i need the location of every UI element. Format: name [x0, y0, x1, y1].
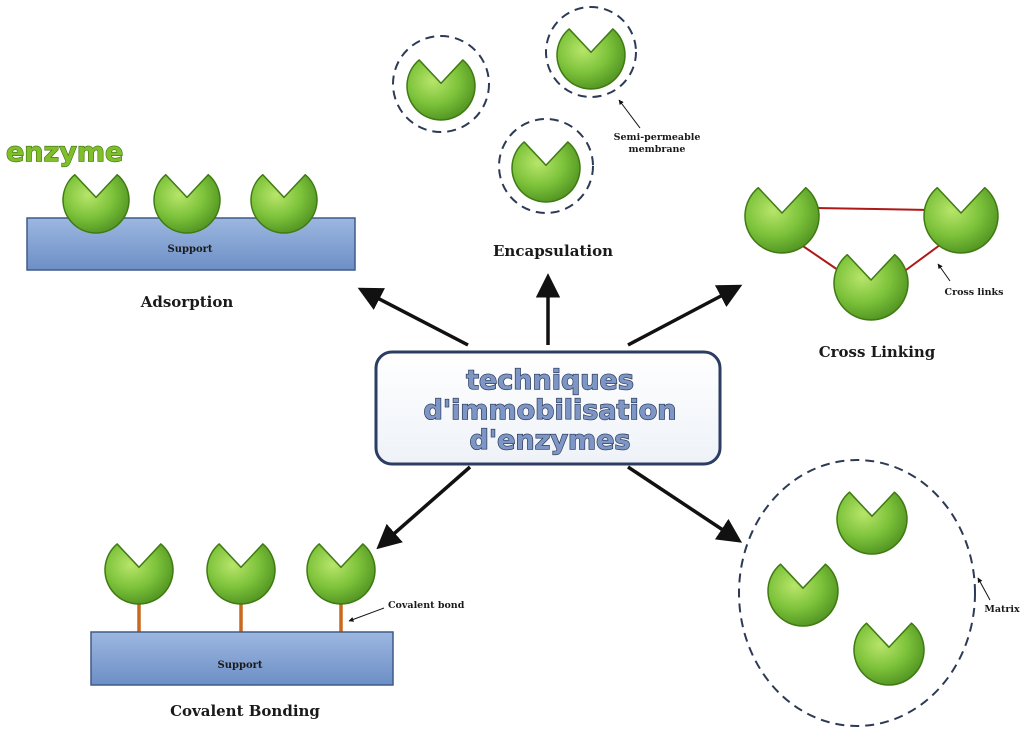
- center-title-line-2: d'immobilisation: [424, 395, 677, 426]
- adsorption-panel: enzyme Support Adsorption: [5, 136, 356, 311]
- center-title-line-1: techniques: [466, 365, 634, 396]
- enzyme-body: [836, 491, 908, 555]
- covalent-title: Covalent Bonding: [170, 702, 320, 720]
- enzyme-icon: [836, 491, 908, 555]
- adsorption-title: Adsorption: [140, 293, 234, 311]
- enzyme-icon: [406, 59, 476, 121]
- enzyme-icon: [744, 186, 820, 254]
- enzyme-body: [767, 563, 839, 627]
- enzyme-body: [556, 28, 626, 90]
- center-title-line-3: d'enzymes: [470, 425, 631, 456]
- main-arrows: [357, 273, 743, 550]
- membrane-pointer: [618, 99, 641, 129]
- enzyme-icon: [306, 543, 376, 605]
- matrix-label: Matrix: [984, 604, 1020, 615]
- encapsulation-panel: Semi-permeable membrane Encapsulation: [392, 6, 701, 260]
- enzyme-icon: [511, 141, 581, 203]
- membrane-circle: [392, 35, 490, 133]
- matrix-panel: Matrix: [738, 459, 1020, 727]
- covalent-support-label: Support: [217, 660, 262, 671]
- enzyme-body: [206, 543, 276, 605]
- enzyme-body: [923, 186, 999, 254]
- enzyme-icon: [250, 173, 318, 234]
- matrix-pointer: [977, 577, 991, 601]
- enzyme-body: [406, 59, 476, 121]
- enzyme-icon: [153, 173, 221, 234]
- membrane-circle: [545, 6, 637, 98]
- arrow-to-adsorption: [357, 287, 469, 347]
- enzyme-icon: [62, 173, 130, 234]
- encapsulation-title: Encapsulation: [493, 242, 613, 260]
- center-box: techniques d'immobilisation d'enzymes: [374, 350, 722, 466]
- enzyme-body: [744, 186, 820, 254]
- arrow-to-covalent: [376, 465, 472, 550]
- enzyme-icon: [833, 253, 909, 321]
- membrane-circle: [498, 118, 594, 214]
- enzyme-body: [511, 141, 581, 203]
- arrow-to-cross-linking: [627, 284, 743, 347]
- enzyme-label: enzyme: [6, 137, 123, 168]
- enzyme-body: [853, 622, 925, 686]
- arrow-to-matrix: [627, 465, 743, 543]
- enzyme-body: [104, 543, 174, 605]
- bond-pointer: [348, 607, 385, 622]
- enzyme-icon: [206, 543, 276, 605]
- cross-links-pointer: [937, 263, 951, 282]
- cross-linking-title: Cross Linking: [819, 343, 936, 361]
- covalent-panel: Support Covalent bond Covalent Bonding: [90, 543, 465, 720]
- cross-linking-panel: Cross links Cross Linking: [744, 186, 1004, 361]
- enzyme-icon: [767, 563, 839, 627]
- cross-links-label: Cross links: [945, 287, 1004, 298]
- enzyme-body: [250, 173, 318, 234]
- enzyme-icon: [556, 28, 626, 90]
- membrane-label-line-2: membrane: [629, 144, 686, 155]
- enzyme-icon: [853, 622, 925, 686]
- enzyme-body: [833, 253, 909, 321]
- adsorption-support-label: Support: [167, 244, 212, 255]
- matrix-boundary: [738, 459, 976, 727]
- bond-label: Covalent bond: [388, 600, 465, 611]
- enzyme-body: [62, 173, 130, 234]
- enzyme-icon: [104, 543, 174, 605]
- enzyme-body: [306, 543, 376, 605]
- covalent-support: [90, 631, 394, 686]
- membrane-label-line-1: Semi-permeable: [614, 132, 701, 143]
- enzyme-body: [153, 173, 221, 234]
- enzyme-icon: [923, 186, 999, 254]
